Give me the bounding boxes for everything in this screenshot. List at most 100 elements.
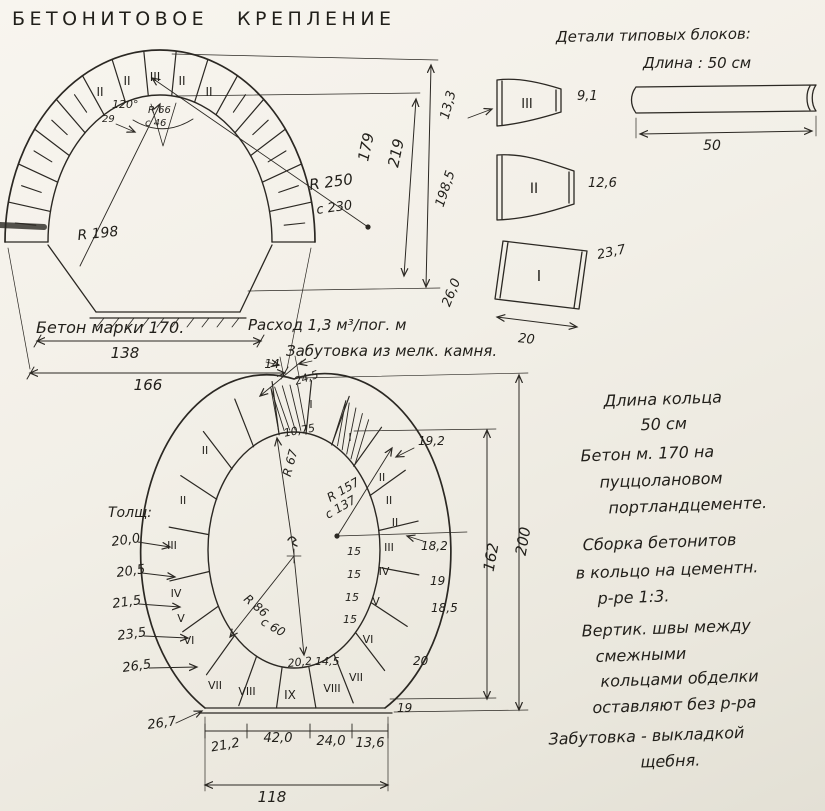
arch-outer-contour <box>4 49 316 243</box>
dim-14-arrow-left <box>265 362 279 365</box>
note-line: Забутовка - выкладкой <box>548 723 745 749</box>
ring-block-joint <box>180 475 218 500</box>
ring-inner-dim: 15 <box>347 568 361 581</box>
block2-outline <box>496 154 575 221</box>
dim-138-ticks <box>33 334 265 348</box>
ring-numeral: I <box>348 431 351 444</box>
note-line: щебня. <box>640 750 701 771</box>
arch-block-joint <box>171 50 177 97</box>
ring-crown-thickness-label: 10,75 <box>283 421 316 439</box>
radius-r66-lines <box>150 102 177 147</box>
arch-block-type-mark <box>51 119 68 136</box>
static-linework <box>0 49 817 792</box>
ring-bottom-dim: 13,6 <box>356 736 385 751</box>
radius-r86-line <box>230 555 295 637</box>
hatch-stroke <box>346 407 357 455</box>
arch-dim-219-label: 219 <box>384 137 408 169</box>
arch-block-joint <box>269 201 313 212</box>
ring-side-dim: 19 <box>397 701 412 715</box>
dim-line-block1-20 <box>497 317 577 327</box>
note-line: Сборка бетонитов <box>582 530 736 554</box>
arch-inner-contour <box>47 94 273 243</box>
ring-block-joint <box>378 520 419 532</box>
leader-19-2 <box>396 447 415 457</box>
note-line: 50 см <box>640 414 687 435</box>
hatch-stroke <box>274 386 291 431</box>
hatch-stroke <box>341 402 350 451</box>
arch-crown-numeral: III <box>150 70 161 84</box>
ring-numeral: III <box>384 541 394 554</box>
thickness-value: 21,5 <box>111 593 142 612</box>
ring-numeral: II <box>386 494 393 507</box>
hatch-stroke <box>289 384 302 431</box>
arch-c230-label: с 230 <box>315 198 353 218</box>
arch-crown-numeral: II <box>178 74 185 88</box>
arch-wall-lines <box>47 244 273 313</box>
bottom-sub-ticks <box>204 723 389 739</box>
ink-blot <box>0 222 47 230</box>
arch-block-joint <box>7 201 52 212</box>
arch-note-consumption: Расход 1,3 м³/пог. м <box>248 316 406 334</box>
ring-inner-contour <box>207 431 381 669</box>
ring-numeral: II <box>202 444 209 457</box>
note-line: кольцами обделки <box>600 666 759 691</box>
block1-left-dim: 26,0 <box>439 276 464 308</box>
block3-leader <box>467 109 492 119</box>
leader-thickness-1 <box>137 541 170 547</box>
block1-outline <box>494 240 588 310</box>
leader-26-7 <box>175 711 202 724</box>
ext-lines-162 <box>353 428 497 700</box>
radius-c60-line <box>293 555 304 655</box>
hatch-stroke <box>297 384 307 432</box>
ring-crown-width-label: 24,5 <box>293 368 320 388</box>
details-heading: Детали типовых блоков: <box>555 25 751 46</box>
thickness-value: 26,5 <box>121 657 152 676</box>
ring-side-dim: 18,2 <box>421 539 448 553</box>
arch-r66-label: R 66 <box>148 105 171 116</box>
ring-bottom-lines <box>198 707 393 714</box>
ring-block-joint <box>168 526 210 536</box>
thickness-value: 23,5 <box>116 625 147 644</box>
ring-inner-dim: 15 <box>343 613 357 626</box>
ext-line-179-top <box>173 92 421 97</box>
bar-outline <box>630 84 817 114</box>
radius-r157-line <box>337 448 392 536</box>
ring-side-dim: 19,2 <box>418 434 445 448</box>
arch-block-type-mark <box>33 150 53 163</box>
arch-block-type-mark <box>14 222 37 226</box>
ring-numeral: IX <box>284 688 296 702</box>
arch-block-joint <box>194 58 209 103</box>
block3-left-dim: 13,3 <box>438 89 460 121</box>
arch-crown-numeral: II <box>123 74 130 88</box>
radius-r198-line <box>79 104 160 267</box>
ring-numeral: VIII <box>238 685 255 698</box>
ring-numeral: IV <box>171 587 182 600</box>
arch-block-joint <box>55 98 86 134</box>
hatch-stroke <box>354 419 370 465</box>
ring-dim-14-5: 14,5 <box>315 655 340 668</box>
ext-line-219-bottom <box>247 287 441 292</box>
arch-dim-179-label: 179 <box>354 131 378 163</box>
block1-right-dim: 23,7 <box>596 242 628 263</box>
ring-numeral: VII <box>349 671 363 684</box>
ring-block-joint <box>234 398 255 448</box>
arch-block-type-mark <box>278 185 299 193</box>
ring-inner-dim: 15 <box>345 591 359 604</box>
ring-block-joint <box>205 635 235 676</box>
ring-bottom-dim: 21,2 <box>210 736 241 756</box>
arch-block-joint <box>261 163 303 183</box>
ring-block-joint <box>355 632 386 672</box>
text-layer: БЕТОНИТОВОЕ КРЕПЛЕНИЕ II II III II II 12… <box>12 8 767 806</box>
leader-thickness-2 <box>141 573 175 577</box>
arch-block-type-mark <box>21 185 42 193</box>
radius-center-dot <box>365 224 371 230</box>
note-line: оставляют без р-ра <box>592 692 757 717</box>
arch-dim-166-label: 166 <box>134 376 163 394</box>
center-scribble <box>287 536 298 547</box>
ring-top-dim-label: 14 <box>264 357 279 371</box>
arch-block-joint <box>143 50 149 97</box>
hatch-stroke <box>350 413 363 460</box>
block2-right-dim: 12,6 <box>588 176 617 191</box>
ring-axis-line <box>336 531 468 537</box>
